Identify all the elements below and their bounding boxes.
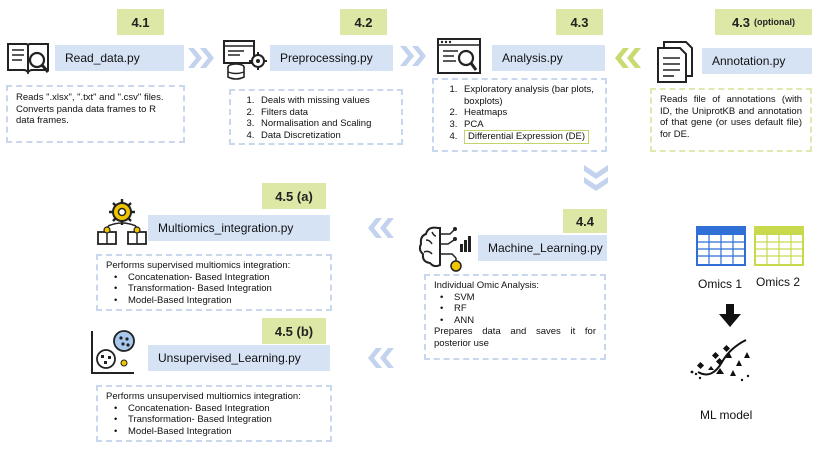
annotation-document-icon [656, 40, 696, 84]
step-4-1: 4.1 [117, 9, 164, 35]
arrow-down-icon [719, 304, 741, 327]
step-4-3: 4.3 [556, 9, 603, 35]
ml-methods-list: SVMRFANN [434, 292, 596, 327]
list-item: Concatenation- Based Integration [114, 272, 322, 284]
omics-1-table-icon [696, 226, 746, 266]
ml-intro-text: Individual Omic Analysis: [434, 280, 540, 291]
scatter-icon [690, 339, 750, 382]
step-4-5-a: 4.5 (a) [262, 183, 326, 209]
description-annotation: Reads file of annotations (with ID, the … [650, 88, 812, 152]
omics-1-label: Omics 1 [697, 277, 742, 291]
chevron-left-icon [368, 348, 394, 368]
step-4-5-b: 4.5 (b) [262, 318, 326, 344]
omics-2-table-icon [754, 226, 804, 266]
ml-model-label: ML model [700, 408, 753, 422]
module-multiomics-integration: Multiomics_integration.py [148, 215, 330, 241]
list-item: Transformation- Based Integration [114, 283, 322, 295]
chevron-down-icon [584, 165, 608, 191]
unsupervised-clusters-icon [88, 327, 138, 377]
multiomics-gear-icon [96, 196, 148, 246]
step-4-2: 4.2 [340, 9, 387, 35]
description-read-data: Reads ".xlsx", ".txt" and ".csv" files. … [6, 85, 185, 143]
description-analysis: Exploratory analysis (bar plots, boxplot… [432, 78, 607, 152]
description-preprocessing: Deals with missing valuesFilters dataNor… [229, 89, 403, 145]
module-preprocessing: Preprocessing.py [270, 45, 393, 71]
brain-icon [418, 222, 472, 274]
description-unsupervised-learning: Performs unsupervised multiomics integra… [96, 385, 332, 442]
list-item: Deals with missing values [257, 95, 393, 107]
list-item: Heatmaps [460, 107, 597, 119]
chevron-right-icon [400, 46, 426, 66]
module-read-data: Read_data.py [55, 45, 184, 71]
list-item: Model-Based Integration [114, 426, 322, 438]
list-item: Data Discretization [257, 130, 393, 142]
omics-2-label: Omics 2 [755, 275, 800, 289]
list-item: Model-Based Integration [114, 295, 322, 307]
preprocessing-icon [222, 37, 268, 81]
list-item: SVM [440, 292, 596, 304]
list-item: Normalisation and Scaling [257, 118, 393, 130]
list-item-differential-expression: Differential Expression (DE) [460, 130, 597, 144]
step-4-3-optional: 4.3(optional) [715, 9, 812, 35]
analysis-browser-icon [436, 36, 484, 80]
step-4-4: 4.4 [563, 209, 607, 233]
list-item: Transformation- Based Integration [114, 414, 322, 426]
multi-intro-text: Performs supervised multiomics integrati… [106, 260, 291, 271]
module-annotation: Annotation.py [702, 48, 812, 74]
module-machine-learning: Machine_Learning.py [478, 235, 607, 261]
ml-outro-text: Prepares data and saves it for posterior… [434, 326, 596, 349]
multi-integration-list: Concatenation- Based IntegrationTransfor… [106, 272, 322, 307]
unsup-intro-text: Performs unsupervised multiomics integra… [106, 391, 301, 402]
list-item: Exploratory analysis (bar plots, boxplot… [460, 84, 597, 107]
chevron-left-icon [368, 218, 394, 238]
list-item: RF [440, 303, 596, 315]
unsup-integration-list: Concatenation- Based IntegrationTransfor… [106, 403, 322, 438]
module-unsupervised-learning: Unsupervised_Learning.py [148, 345, 330, 371]
list-item: PCA [460, 119, 597, 131]
analysis-steps-list: Exploratory analysis (bar plots, boxplot… [442, 84, 597, 144]
list-item: Concatenation- Based Integration [114, 403, 322, 415]
preprocessing-steps-list: Deals with missing valuesFilters dataNor… [239, 95, 393, 141]
list-item: Filters data [257, 107, 393, 119]
chevron-left-icon [615, 48, 641, 68]
chevron-right-icon [188, 48, 214, 68]
book-search-icon [6, 36, 50, 80]
description-multiomics-integration: Performs supervised multiomics integrati… [96, 254, 332, 311]
list-item: ANN [440, 315, 596, 327]
differential-expression-box: Differential Expression (DE) [464, 130, 590, 144]
module-analysis: Analysis.py [492, 45, 605, 71]
description-machine-learning: Individual Omic Analysis: SVMRFANN Prepa… [424, 274, 606, 360]
